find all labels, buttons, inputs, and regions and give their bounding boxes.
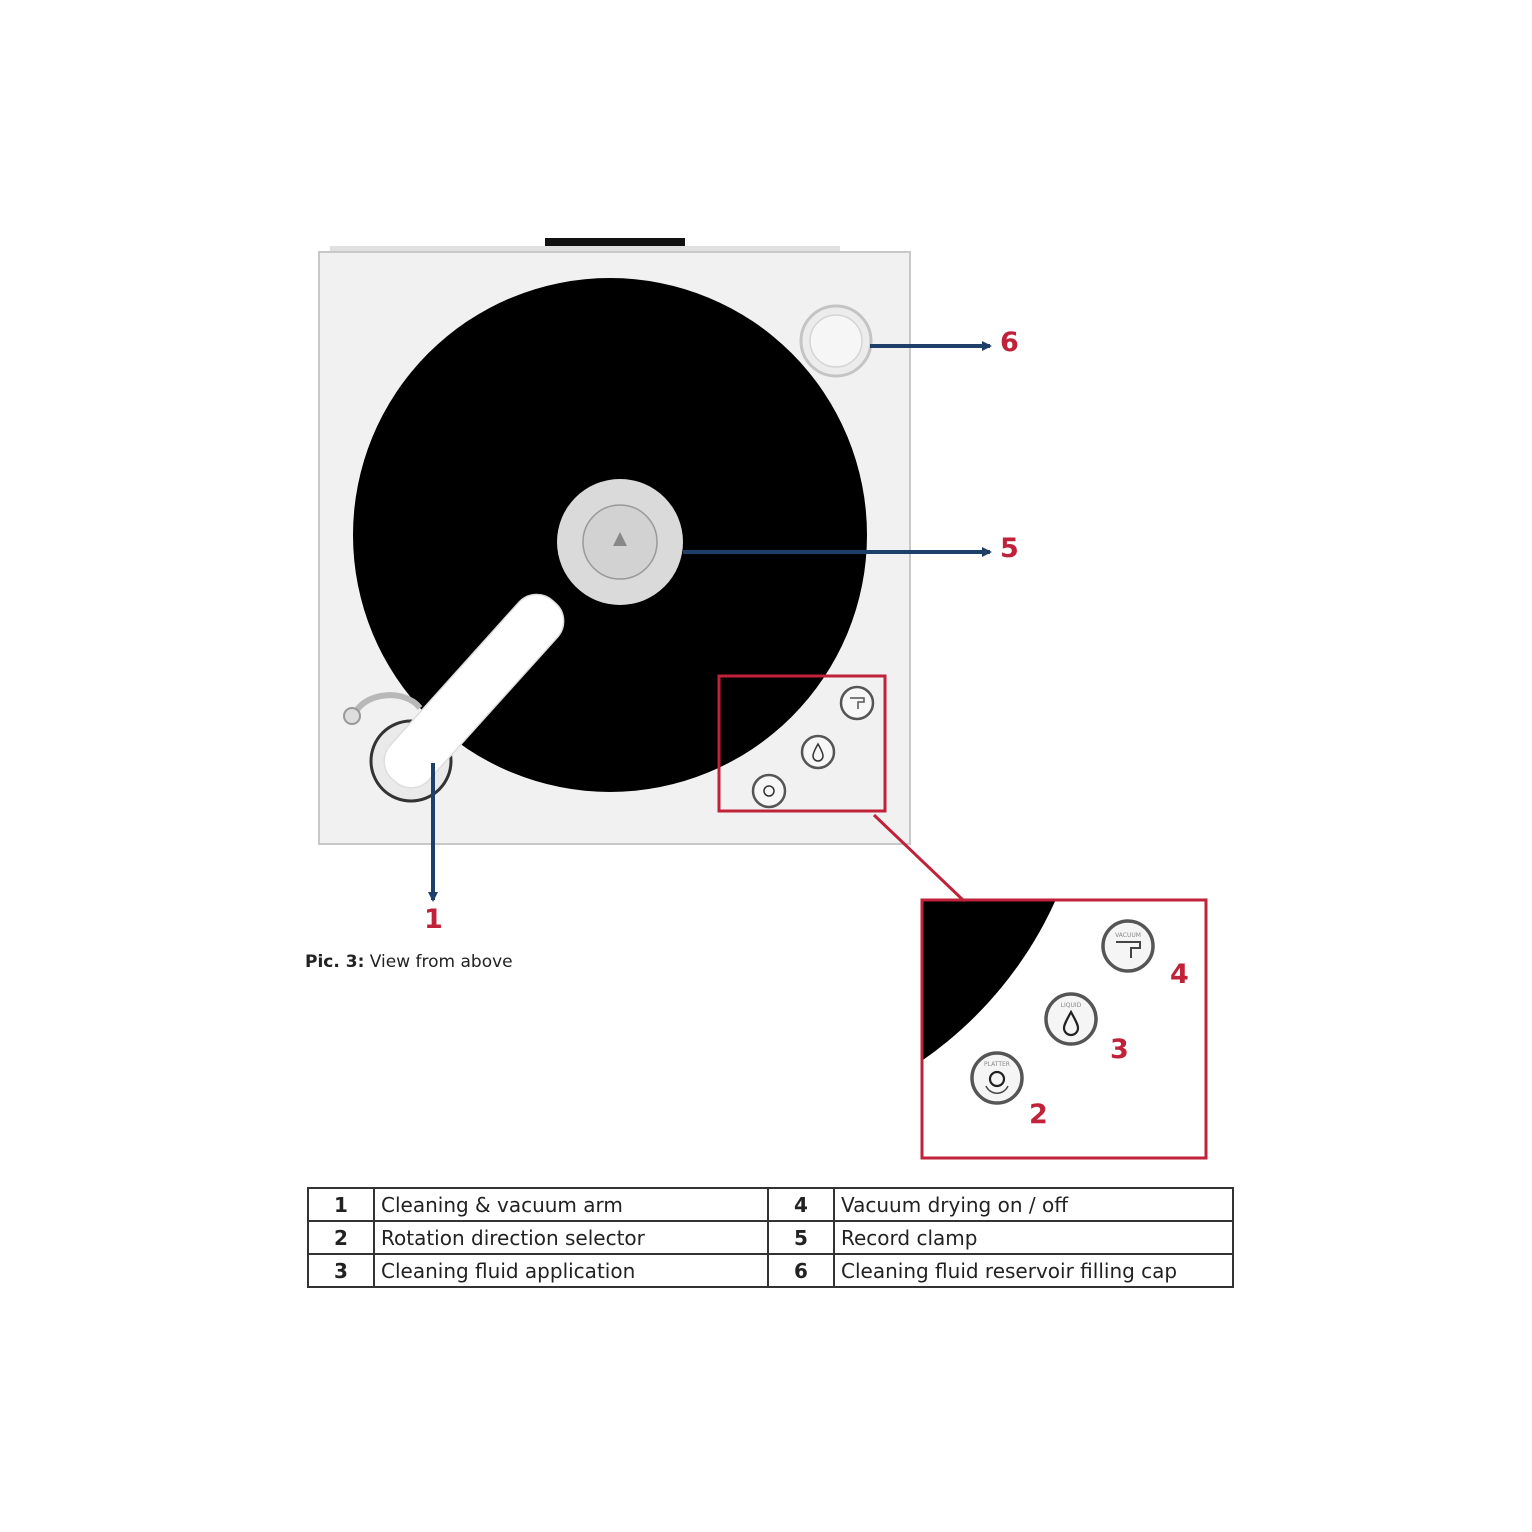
vacuum-icon[interactable]: VACUUM (1101, 919, 1155, 973)
vacuum-button-small[interactable] (839, 685, 875, 721)
legend-number: 3 (307, 1253, 375, 1288)
legend-number: 5 (767, 1220, 835, 1255)
legend-text: Cleaning & vacuum arm (373, 1187, 769, 1222)
filling-cap-icon[interactable] (799, 304, 873, 378)
platter-button-label: PLATTER (984, 1061, 1010, 1068)
table-row: 2 Rotation direction selector 5 Record c… (307, 1220, 1234, 1255)
legend-text: Rotation direction selector (373, 1220, 769, 1255)
zoom-detail-panel: VACUUM LIQUID PLATTER (920, 898, 1208, 1160)
callout-1: 1 (424, 904, 443, 935)
legend-number: 6 (767, 1253, 835, 1288)
legend-text: Vacuum drying on / off (833, 1187, 1234, 1222)
legend-text: Cleaning fluid reservoir filling cap (833, 1253, 1234, 1288)
figure-caption: Pic. 3: View from above (305, 952, 513, 972)
liquid-button-label: LIQUID (1061, 1002, 1082, 1009)
platter-button-small[interactable] (751, 773, 787, 809)
table-row: 1 Cleaning & vacuum arm 4 Vacuum drying … (307, 1187, 1234, 1222)
callout-5: 5 (1000, 533, 1019, 564)
legend-number: 4 (767, 1187, 835, 1222)
droplet-icon[interactable]: LIQUID (1044, 992, 1098, 1046)
legend-number: 1 (307, 1187, 375, 1222)
legend-number: 2 (307, 1220, 375, 1255)
callout-2: 2 (1029, 1099, 1048, 1130)
callout-arrows (428, 341, 992, 902)
button-highlight-box (717, 674, 965, 902)
callout-4: 4 (1170, 959, 1189, 990)
caption-text: View from above (369, 952, 513, 972)
legend-table: 1 Cleaning & vacuum arm 4 Vacuum drying … (307, 1187, 1234, 1288)
record-clamp-icon[interactable] (557, 479, 683, 605)
callout-6: 6 (1000, 327, 1019, 358)
caption-prefix: Pic. 3: (305, 952, 365, 972)
legend-text: Cleaning fluid application (373, 1253, 769, 1288)
liquid-button-small[interactable] (800, 734, 836, 770)
callout-3: 3 (1110, 1034, 1129, 1065)
rotation-icon[interactable]: PLATTER (970, 1051, 1024, 1105)
legend-text: Record clamp (833, 1220, 1234, 1255)
vacuum-button-label: VACUUM (1115, 932, 1141, 939)
table-row: 3 Cleaning fluid application 6 Cleaning … (307, 1253, 1234, 1288)
